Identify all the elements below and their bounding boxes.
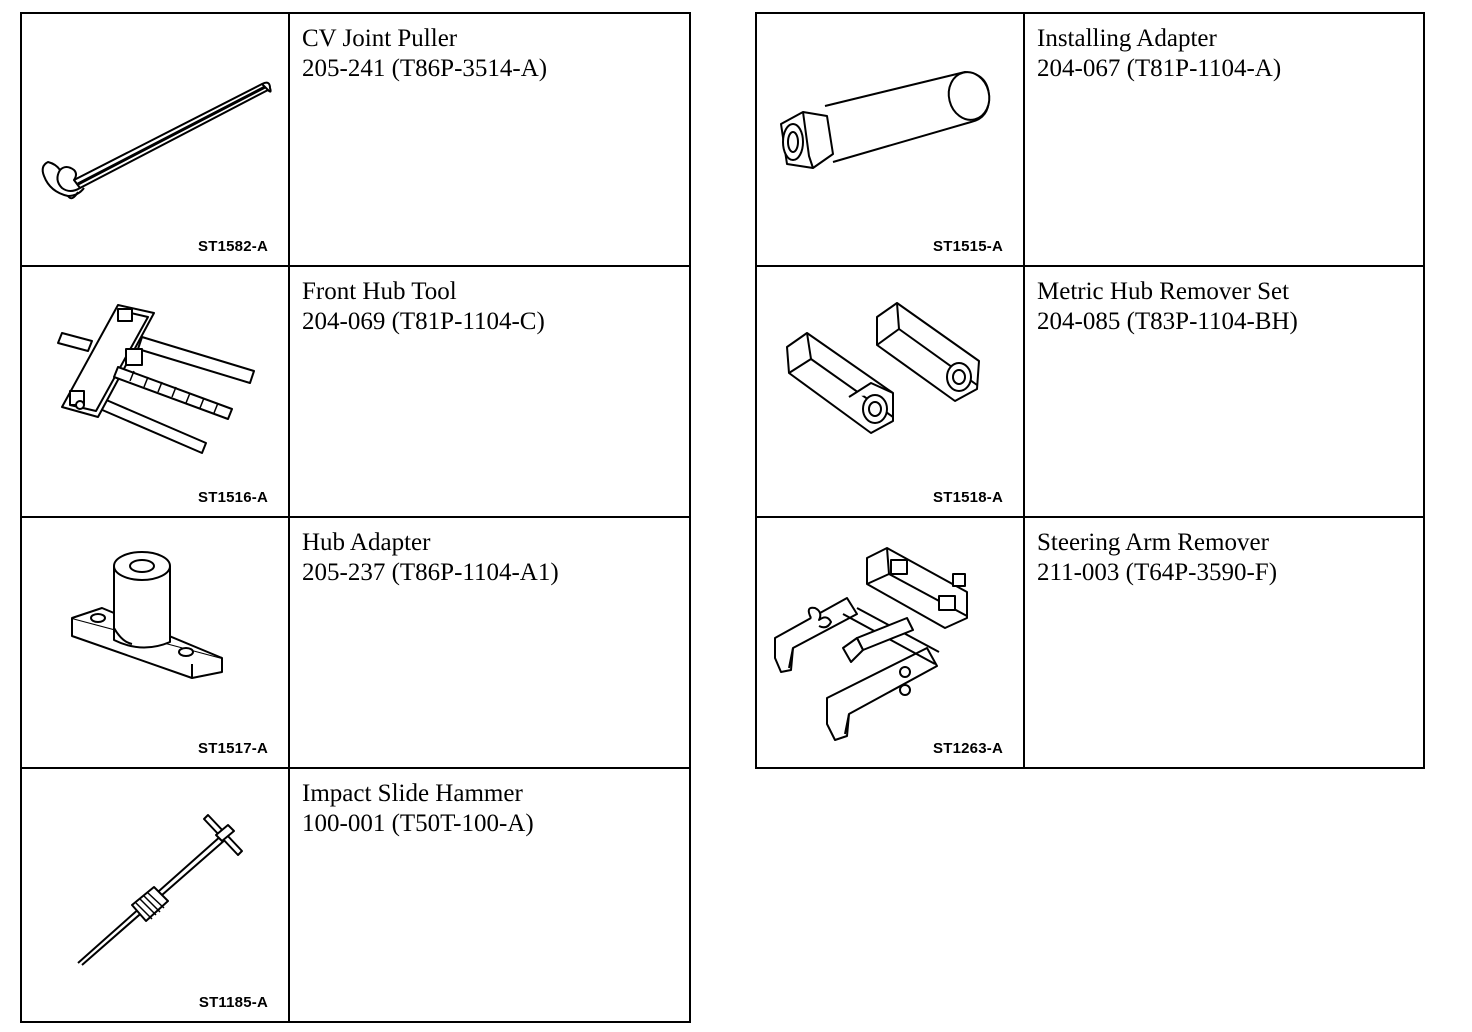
tool-row-steering-arm-remover: ST1263-A Steering Arm Remover 211-003 (T… <box>757 516 1423 767</box>
tool-image-cell: ST1263-A <box>757 518 1025 767</box>
cv-joint-puller-icon <box>41 81 272 200</box>
image-code: ST1582-A <box>198 238 268 255</box>
tool-image-cell: ST1515-A <box>757 14 1025 265</box>
tool-row-installing-adapter: ST1515-A Installing Adapter 204-067 (T81… <box>757 14 1423 265</box>
tool-description-cell: Impact Slide Hammer 100-001 (T50T-100-A) <box>290 769 689 1021</box>
tool-number: 100-001 (T50T-100-A) <box>302 810 534 837</box>
image-code: ST1185-A <box>198 994 268 1011</box>
tool-row-cv-joint-puller: ST1582-A CV Joint Puller 205-241 (T86P-3… <box>22 14 689 265</box>
tool-description-cell: Steering Arm Remover 211-003 (T64P-3590-… <box>1025 518 1423 767</box>
image-code: ST1263-A <box>933 740 1003 757</box>
tool-name: Metric Hub Remover Set <box>1037 278 1290 305</box>
tool-image-cell: ST1516-A <box>22 267 290 516</box>
tool-image-cell: ST1582-A <box>22 14 290 265</box>
image-code: ST1516-A <box>198 489 268 506</box>
tool-description-cell: Metric Hub Remover Set 204-085 (T83P-110… <box>1025 267 1423 516</box>
image-code: ST1515-A <box>933 238 1003 255</box>
front-hub-tool-icon <box>57 304 255 454</box>
tool-name: Front Hub Tool <box>302 278 457 305</box>
special-tools-table-right: ST1515-A Installing Adapter 204-067 (T81… <box>755 12 1425 769</box>
tool-number: 211-003 (T64P-3590-F) <box>1037 559 1278 586</box>
tool-image-cell: ST1517-A <box>22 518 290 767</box>
special-tools-table-left: ST1582-A CV Joint Puller 205-241 (T86P-3… <box>20 12 691 1023</box>
tool-name: CV Joint Puller <box>302 25 458 52</box>
image-code: ST1518-A <box>933 489 1003 506</box>
hub-adapter-icon <box>71 551 223 679</box>
tool-number: 204-067 (T81P-1104-A) <box>1037 55 1282 82</box>
tool-number: 204-085 (T83P-1104-BH) <box>1037 308 1298 335</box>
tool-name: Impact Slide Hammer <box>302 780 523 807</box>
tool-number: 204-069 (T81P-1104-C) <box>302 308 545 335</box>
tool-image-cell: ST1518-A <box>757 267 1025 516</box>
image-code: ST1517-A <box>198 740 268 757</box>
tool-name: Hub Adapter <box>302 529 431 556</box>
tool-row-impact-slide-hammer: ST1185-A Impact Slide Hammer 100-001 (T5… <box>22 767 689 1021</box>
steering-arm-remover-icon <box>774 547 968 741</box>
impact-slide-hammer-icon <box>77 814 243 966</box>
tool-name: Installing Adapter <box>1037 25 1217 52</box>
tool-number: 205-237 (T86P-1104-A1) <box>302 559 559 586</box>
tool-description-cell: CV Joint Puller 205-241 (T86P-3514-A) <box>290 14 689 265</box>
tool-description-cell: Hub Adapter 205-237 (T86P-1104-A1) <box>290 518 689 767</box>
metric-hub-remover-set-icon <box>786 302 980 434</box>
tool-row-metric-hub-remover-set: ST1518-A Metric Hub Remover Set 204-085 … <box>757 265 1423 516</box>
tool-description-cell: Front Hub Tool 204-069 (T81P-1104-C) <box>290 267 689 516</box>
tool-name: Steering Arm Remover <box>1037 529 1269 556</box>
tool-row-front-hub-tool: ST1516-A Front Hub Tool 204-069 (T81P-11… <box>22 265 689 516</box>
tool-description-cell: Installing Adapter 204-067 (T81P-1104-A) <box>1025 14 1423 265</box>
tool-image-cell: ST1185-A <box>22 769 290 1021</box>
tool-row-hub-adapter: ST1517-A Hub Adapter 205-237 (T86P-1104-… <box>22 516 689 767</box>
tool-number: 205-241 (T86P-3514-A) <box>302 55 548 82</box>
installing-adapter-icon <box>780 71 991 169</box>
